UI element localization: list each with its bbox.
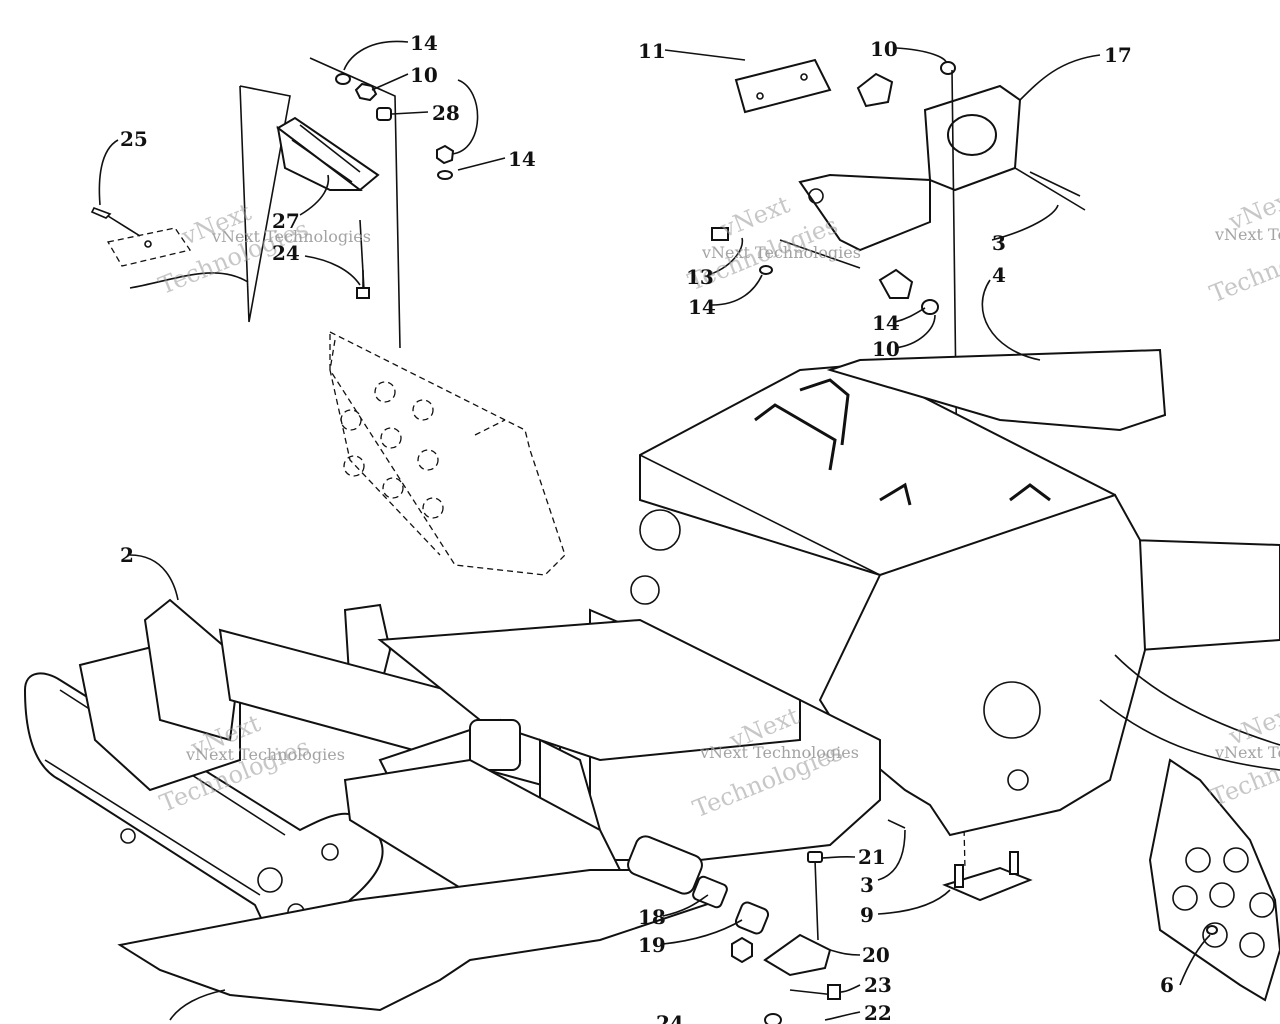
watermark-text: vNext Technologies bbox=[699, 743, 859, 762]
callout-2: 2 bbox=[120, 543, 134, 567]
callout-23: 23 bbox=[864, 973, 892, 997]
callout-24: 24 bbox=[656, 1011, 684, 1024]
callout-17: 17 bbox=[1104, 43, 1132, 67]
callout-4: 4 bbox=[992, 263, 1006, 287]
watermark-text: vNext Technologies bbox=[211, 227, 371, 246]
callout-22: 22 bbox=[864, 1001, 892, 1024]
front-frame-bumper bbox=[23, 598, 801, 1012]
callout-3: 3 bbox=[992, 231, 1006, 255]
callout-6: 6 bbox=[1160, 973, 1174, 997]
callout-10: 10 bbox=[870, 37, 898, 61]
watermark-text: vNext Technologies bbox=[185, 745, 345, 764]
watermark-text: vNext Technologies bbox=[701, 243, 861, 262]
footrest-plate bbox=[329, 330, 566, 576]
callout-27: 27 bbox=[272, 209, 300, 233]
callout-labels: 14 10 28 14 25 27 24 11 10 17 3 4 13 14 … bbox=[120, 31, 1174, 1024]
callout-14: 14 bbox=[508, 147, 536, 171]
callout-24: 24 bbox=[272, 241, 300, 265]
callout-14: 14 bbox=[688, 295, 716, 319]
leader-lines bbox=[98, 40, 1211, 1021]
callout-21: 21 bbox=[858, 845, 886, 869]
steering-support-bracket bbox=[711, 58, 1086, 871]
callout-14: 14 bbox=[872, 311, 900, 335]
callout-18: 18 bbox=[638, 905, 666, 929]
callout-13: 13 bbox=[686, 265, 714, 289]
left-bracket-assembly bbox=[90, 57, 455, 349]
callout-25: 25 bbox=[120, 127, 148, 151]
callout-19: 19 bbox=[638, 933, 666, 957]
callout-20: 20 bbox=[862, 943, 890, 967]
watermark-text: vNext Technologies bbox=[1214, 743, 1280, 762]
lower-hardware bbox=[627, 819, 1218, 1024]
callout-10: 10 bbox=[410, 63, 438, 87]
callout-9: 9 bbox=[860, 903, 874, 927]
callout-28: 28 bbox=[432, 101, 460, 125]
callout-10: 10 bbox=[872, 337, 900, 361]
callout-14: 14 bbox=[410, 31, 438, 55]
watermark-text: vNext Technologies bbox=[1214, 225, 1280, 244]
callout-3: 3 bbox=[860, 873, 874, 897]
callout-11: 11 bbox=[638, 39, 666, 63]
